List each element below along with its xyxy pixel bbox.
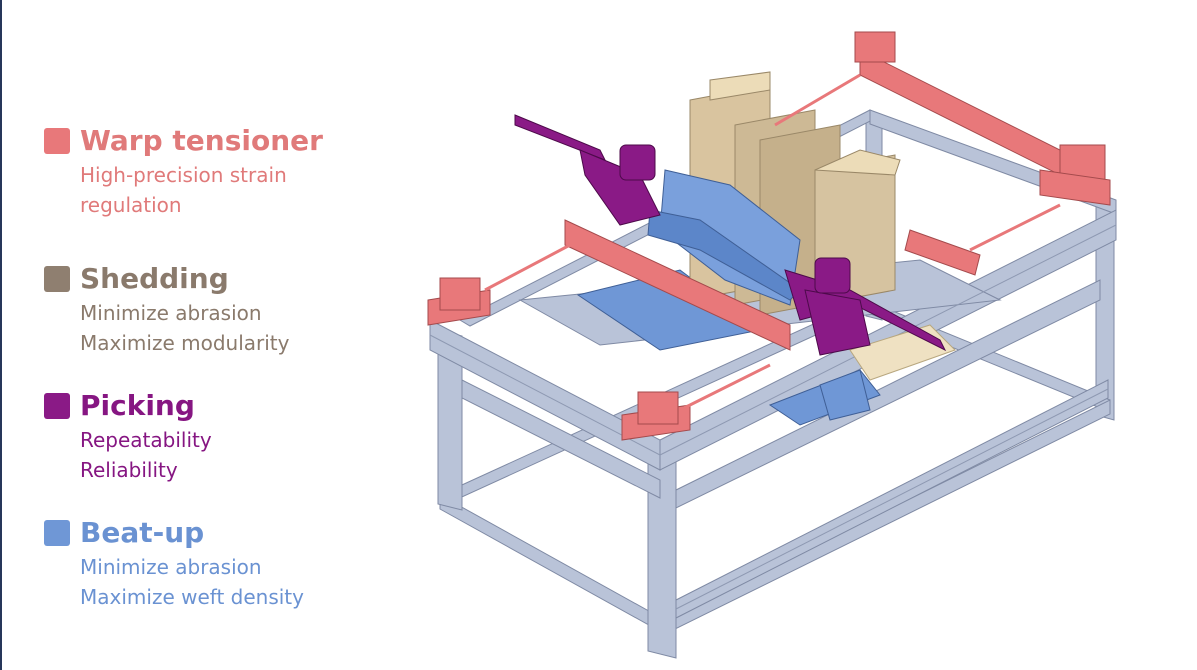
beat-up-reed (647, 169, 801, 306)
warp-tensioner-title: Warp tensioner (80, 124, 323, 157)
beat-up-title: Beat-up (80, 516, 205, 549)
shedding-swatch (44, 266, 70, 292)
warp-tensioner-line-2: regulation (80, 193, 182, 217)
picking-line-1: Repeatability (80, 428, 212, 452)
shedding-line-1: Minimize abrasion (80, 301, 262, 325)
warp-tensioner-back (854, 31, 1111, 206)
warp-tensioner-front (427, 219, 981, 441)
picking-title: Picking (80, 389, 195, 422)
loom-cad-model (427, 31, 1117, 659)
picking-shuttle-right (784, 257, 947, 356)
picking-swatch (44, 393, 70, 419)
beat-up-line-2: Maximize weft density (80, 585, 304, 609)
legend: Warp tensioner High-precision strain reg… (0, 0, 400, 670)
shedding-line-2: Maximize modularity (80, 331, 290, 355)
picking-shuttle-left (514, 114, 661, 226)
picking-line-2: Reliability (80, 458, 178, 482)
beat-up-line-1: Minimize abrasion (80, 555, 262, 579)
slide-left-border (0, 0, 2, 670)
warp-tensioner-line-1: High-precision strain (80, 163, 287, 187)
warp-threads (484, 73, 1061, 412)
warp-tensioner-swatch (44, 128, 70, 154)
beat-up-swatch (44, 520, 70, 546)
shedding-title: Shedding (80, 262, 229, 295)
